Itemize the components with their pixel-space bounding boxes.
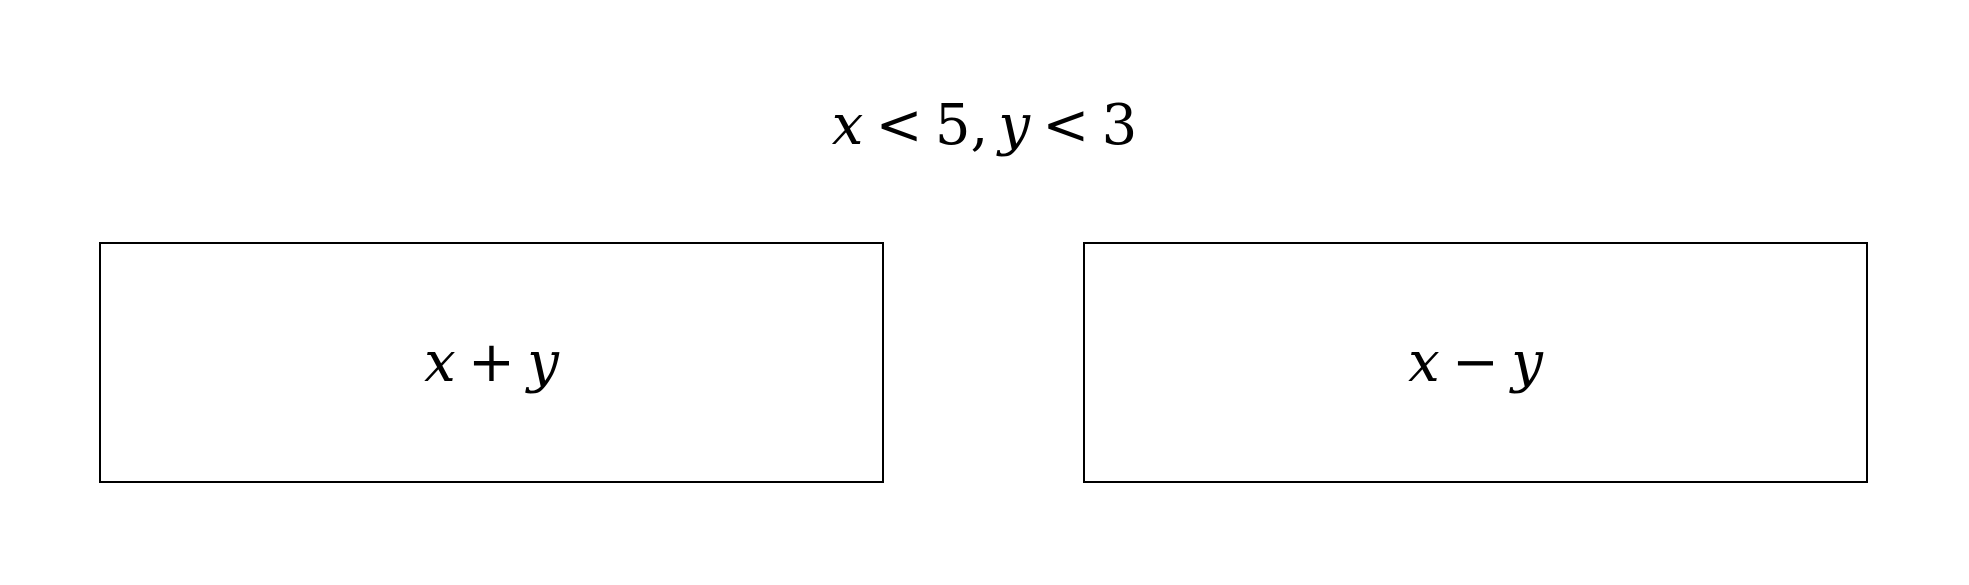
difference-var-x: x	[1408, 329, 1440, 395]
sum-expression: x+y	[424, 334, 559, 391]
difference-box: x−y	[1083, 242, 1868, 483]
condition-value-3: 3	[1101, 93, 1138, 158]
condition-expression: x<5,y<3	[0, 98, 1969, 154]
minus-operator: −	[1452, 329, 1499, 395]
condition-less-than-2: <	[1042, 93, 1090, 158]
condition-var-x: x	[831, 93, 864, 158]
sum-box: x+y	[99, 242, 884, 483]
difference-var-y: y	[1511, 329, 1543, 395]
sum-var-x: x	[424, 329, 456, 395]
condition-var-y: y	[998, 93, 1031, 158]
sum-var-y: y	[527, 329, 559, 395]
plus-operator: +	[468, 329, 515, 395]
difference-expression: x−y	[1408, 334, 1543, 391]
condition-less-than-1: <	[875, 93, 923, 158]
condition-comma: ,	[970, 93, 989, 158]
condition-value-5: 5	[934, 93, 971, 158]
